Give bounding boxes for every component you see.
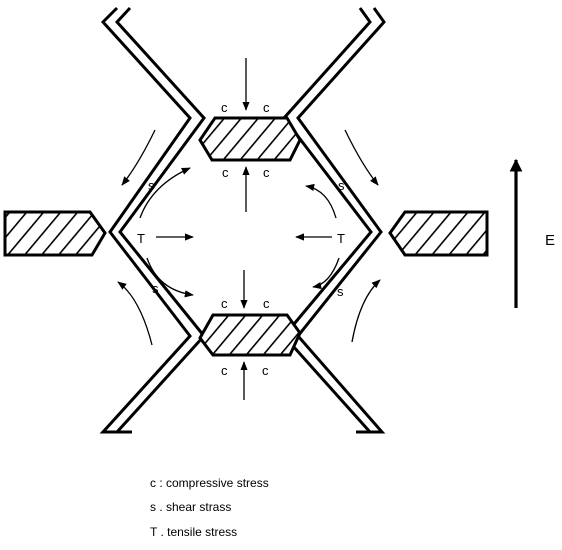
- arrow-shear-upper-left-inner: [139, 167, 191, 219]
- field-label: E: [545, 232, 555, 249]
- label-T-left: T: [137, 231, 145, 246]
- label-c-top-4: c: [263, 165, 270, 180]
- label-c-bottom-1: c: [221, 296, 228, 311]
- label-c-top-3: c: [222, 165, 229, 180]
- hatched-grains: [3, 116, 489, 357]
- label-c-bottom-4: c: [262, 363, 269, 378]
- stress-labels: c c c c c c c c s s s s T T E: [137, 100, 555, 378]
- label-s-lower-left: s: [152, 281, 159, 296]
- arrow-shear-lower-right-outer: [351, 279, 381, 343]
- grain-bottom: [198, 313, 302, 357]
- label-c-bottom-3: c: [221, 363, 228, 378]
- wall-inner: [113, 6, 374, 434]
- cell-walls: [99, 6, 386, 434]
- grain-right: [388, 210, 489, 257]
- arrow-shear-upper-right-outer: [344, 129, 379, 186]
- legend-tensile: T . tensile stress: [150, 525, 237, 539]
- legend: c : compressive stress s . shear strass …: [150, 476, 269, 539]
- label-s-upper-left: s: [148, 178, 155, 193]
- label-c-top-1: c: [221, 100, 228, 115]
- arrow-shear-lower-right-inner: [312, 257, 340, 290]
- arrow-shear-upper-left-outer: [121, 129, 156, 186]
- wall-outer: [99, 6, 386, 434]
- straight-arrows: [156, 58, 332, 400]
- label-s-upper-right: s: [338, 178, 345, 193]
- label-s-lower-right: s: [337, 284, 344, 299]
- legend-compressive: c : compressive stress: [150, 476, 269, 490]
- label-c-top-2: c: [263, 100, 270, 115]
- arrow-shear-lower-left-outer: [117, 281, 153, 346]
- legend-shear: s . shear strass: [150, 500, 231, 514]
- curved-arrows: [117, 129, 381, 346]
- grain-left: [3, 210, 107, 257]
- arrow-shear-upper-right-inner: [305, 183, 337, 219]
- label-T-right: T: [337, 231, 345, 246]
- label-c-bottom-2: c: [263, 296, 270, 311]
- arrow-shear-lower-left-inner: [146, 257, 194, 298]
- grain-top: [198, 116, 302, 162]
